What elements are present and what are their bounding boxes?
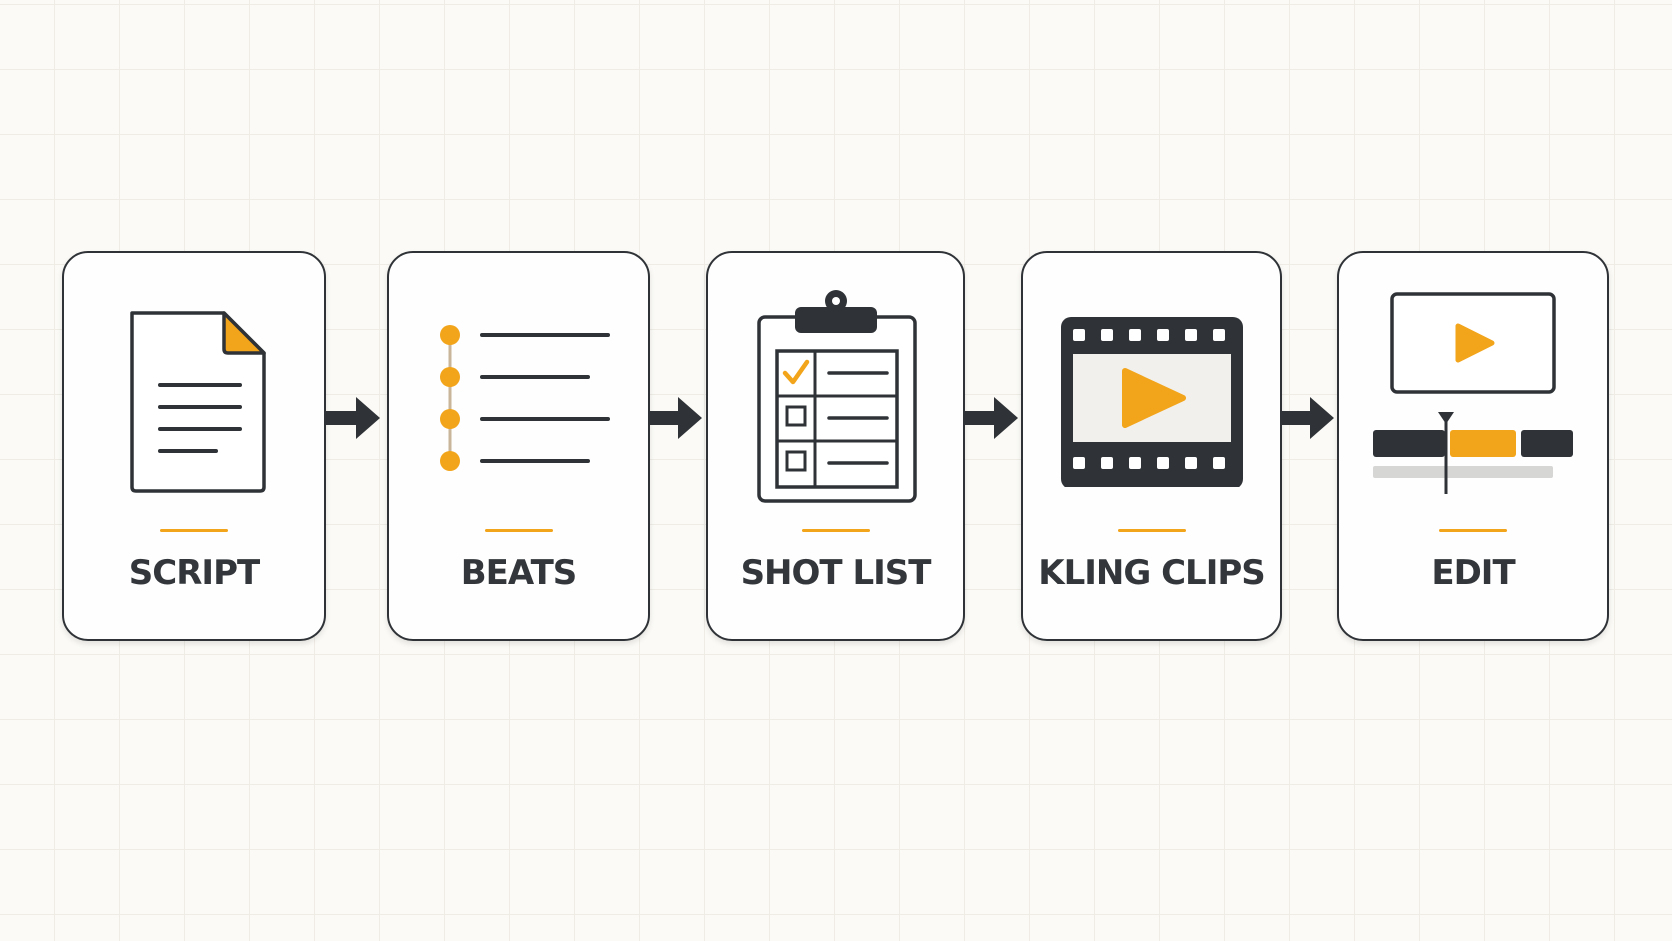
flow-arrow	[964, 395, 1020, 441]
step-card-beats: BEATS	[387, 251, 650, 641]
icon-container	[708, 277, 963, 517]
step-label: SCRIPT	[128, 553, 260, 593]
step-label: KLING CLIPS	[1038, 553, 1266, 593]
step-card-script: SCRIPT	[62, 251, 326, 641]
step-label: EDIT	[1431, 553, 1515, 593]
step-card-shot-list: SHOT LIST	[706, 251, 965, 641]
step-label: SHOT LIST	[740, 553, 932, 593]
arrow-right-icon	[326, 397, 380, 439]
accent-divider	[1439, 529, 1507, 532]
step-card-kling-clips: KLING CLIPS	[1021, 251, 1282, 641]
accent-divider	[1117, 529, 1186, 532]
clipboard-checklist-icon	[756, 290, 917, 503]
flow-arrow	[1280, 395, 1336, 441]
arrow-right-icon	[1280, 397, 1334, 439]
step-card-edit: EDIT	[1337, 251, 1609, 641]
arrow-right-icon	[648, 397, 702, 439]
flow-arrow	[326, 395, 382, 441]
icon-container	[1339, 277, 1607, 517]
icon-container	[1023, 277, 1280, 517]
film-strip-play-icon	[1060, 317, 1243, 487]
icon-container	[64, 277, 324, 517]
flow-arrow	[648, 395, 704, 441]
icon-container	[389, 277, 648, 517]
arrow-right-icon	[964, 397, 1018, 439]
document-icon	[130, 311, 266, 493]
step-label: BEATS	[460, 553, 578, 593]
video-timeline-icon	[1373, 292, 1573, 494]
beats-list-icon	[439, 325, 610, 471]
accent-divider	[484, 529, 553, 532]
accent-divider	[801, 529, 870, 532]
accent-divider	[160, 529, 228, 532]
